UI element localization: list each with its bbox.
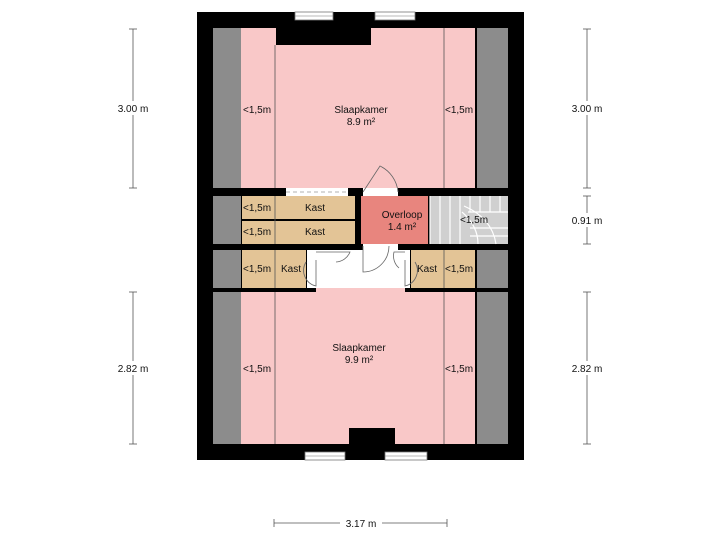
door-closet-left [303, 251, 351, 287]
hall-floor [307, 250, 410, 288]
low-ceiling-strip-bottom-right [477, 292, 508, 444]
dim-bottom-width: 3.17 m [346, 519, 377, 530]
closet-top-opening [286, 188, 348, 196]
low-ceiling-strip-top-right [477, 28, 508, 188]
stair-steps [429, 196, 508, 245]
top-bedroom-name: Slaapkamer [334, 105, 388, 116]
closet-mid-floor [242, 221, 355, 244]
closet-left-floor [242, 250, 306, 288]
top-bedroom-area: 8.9 m² [347, 117, 376, 128]
dim-left-top: 3.00 m [118, 104, 149, 115]
ceiling-mark-bottom-left: <1,5m [243, 364, 271, 375]
window-top-left [294, 11, 334, 21]
landing-name: Overloop [382, 210, 423, 221]
dim-right-top: 3.00 m [572, 104, 603, 115]
bottom-bedroom-name: Slaapkamer [332, 343, 386, 354]
window-top-right [374, 11, 416, 21]
ceiling-mark-closet-top: <1,5m [243, 203, 271, 214]
dim-right-mid: 0.91 m [572, 216, 603, 227]
landing-area: 1.4 m² [388, 222, 417, 233]
bottom-bedroom-floor [241, 288, 475, 444]
low-ceiling-strip-left-closet [213, 250, 241, 288]
closet-top-floor [242, 196, 355, 219]
window-bottom-left [304, 451, 346, 461]
landing-floor [361, 196, 428, 244]
low-ceiling-strip-right-closet [477, 250, 508, 288]
door-landing-top-bedroom [362, 165, 399, 196]
bottom-bedroom-area: 9.9 m² [345, 355, 374, 366]
low-ceiling-strip-bottom-left [213, 292, 241, 444]
closet-right-name: Kast [417, 264, 437, 275]
dim-right-bottom: 2.82 m [572, 364, 603, 375]
ceiling-mark-closet-right: <1,5m [445, 264, 473, 275]
ceiling-mark-closet-left: <1,5m [243, 264, 271, 275]
dim-left-bottom: 2.82 m [118, 364, 149, 375]
ceiling-mark-bottom-right: <1,5m [445, 364, 473, 375]
door-closet-right [393, 251, 418, 287]
closet-top-name: Kast [305, 203, 325, 214]
low-ceiling-strip-mid-left [213, 196, 241, 244]
door-landing-bottom-bedroom [362, 244, 398, 273]
window-bottom-right [384, 451, 428, 461]
top-bedroom-floor [241, 28, 475, 188]
closet-left-name: Kast [281, 264, 301, 275]
low-ceiling-strip-top-left [213, 28, 241, 188]
ceiling-mark-stair: <1,5m [460, 215, 488, 226]
closet-right-floor [411, 250, 475, 288]
closet-mid-name: Kast [305, 227, 325, 238]
ceiling-mark-top-right: <1,5m [445, 105, 473, 116]
ceiling-mark-closet-mid: <1,5m [243, 227, 271, 238]
ceiling-mark-top-left: <1,5m [243, 105, 271, 116]
